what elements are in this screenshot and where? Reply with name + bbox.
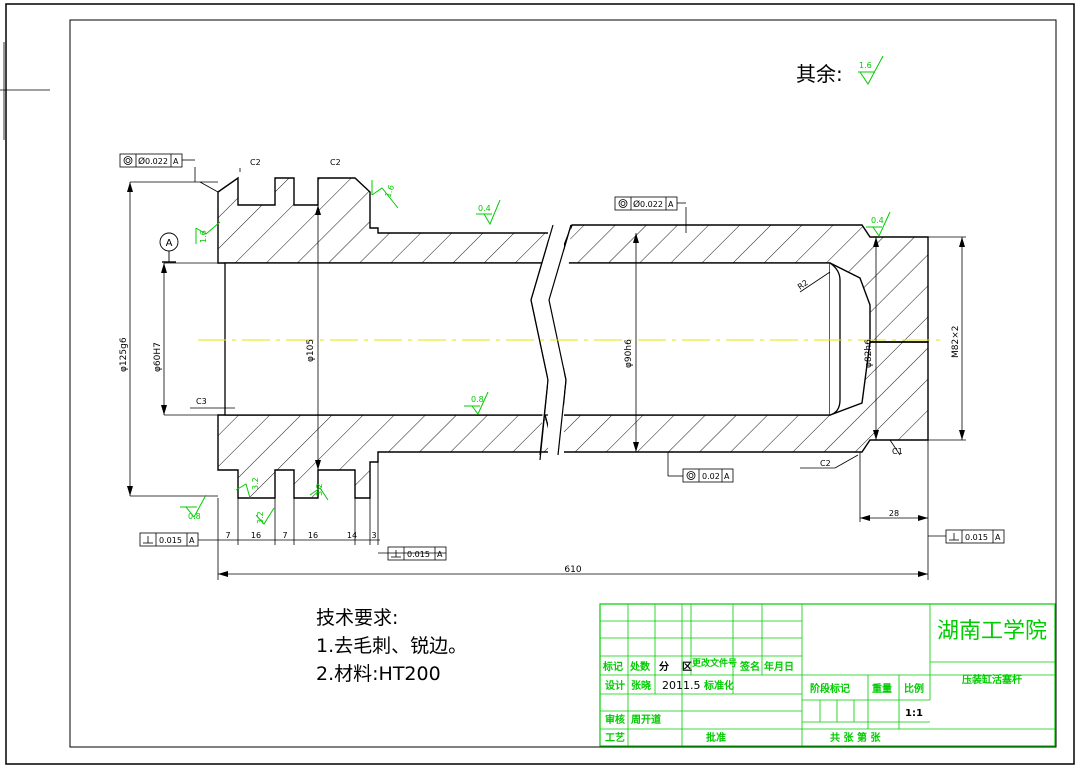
approve-label: 批准 [706,731,726,744]
dia-d4: φ90h6 [624,339,634,368]
section-bottom-wall-right [554,341,929,453]
coaxial-bottom-datum: A [724,472,730,481]
hdr-div: 分 [659,660,669,673]
chamfer-bore: C3 [196,397,207,406]
roughness-values: 0.4 0.4 0.8 0.8 1.6 1.6 3.2 3.2 3.2 1.6 [188,61,884,524]
chamfer-top-left: C2 [250,158,261,167]
outer-border [5,3,1075,765]
arrow-heads [127,182,965,577]
ra-shoulder: 1.6 [383,184,396,199]
perp-right-value: 0.015 [965,533,988,542]
tech-req-heading: 技术要求: [316,607,399,629]
ra-groove-3: 3.2 [315,483,324,496]
dia-d5: φ82h6 [864,339,874,368]
scale-label: 比例 [904,682,924,695]
tolerance-frame-coaxial-mid: Ø 0.022 A [614,196,678,211]
datum-letter: A [166,238,173,249]
ra-groove-1: 3.2 [251,477,260,490]
break-gap [548,222,564,462]
coaxial-bottom-value: 0.02 [702,472,720,481]
weight-label: 重量 [872,682,892,695]
standard-label: 标准化 [703,679,734,692]
reviewer-name: 周开道 [631,713,661,726]
diameter-labels: φ125g6 φ60H7 φ105 φ90h6 φ82h6 M82×2 [119,326,961,372]
hdr-count: 处数 [629,660,651,673]
perp-right-datum: A [995,533,1001,542]
scale-value: 1:1 [905,708,923,719]
section-bottom-wall [217,414,556,499]
hdr-zone: 区 [682,661,692,673]
tolerance-leaders [182,159,946,554]
coaxial-mid-datum: A [668,200,674,209]
length-labels: 610 7 16 7 16 14 3 28 [225,509,899,575]
sheets-label: 共 张 第 张 [830,731,881,744]
part-name: 压装缸活塞杆 [962,673,1022,686]
coaxial-left-datum: A [173,157,179,166]
dim-16b: 16 [308,531,318,540]
hdr-mark: 标记 [602,660,623,673]
perp-mid-value: 0.015 [407,550,430,559]
dim-7b: 7 [282,531,287,540]
inner-border [69,19,1057,748]
dimension-lines [129,167,966,580]
ra-left-face: 1.6 [199,230,208,243]
coaxial-left-value: 0.022 [145,157,168,166]
bore [224,262,831,416]
dim-total: 610 [564,565,581,575]
roughness-note: 其余: [796,62,843,86]
perp-left-value: 0.015 [159,536,182,545]
ra-right: 0.4 [871,216,884,225]
designer-name: 张晓 [631,679,651,692]
break-line-left [530,224,554,456]
design-label: 设计 [605,679,625,692]
review-label: 审核 [605,713,625,726]
chamfer-top-right: C2 [330,158,341,167]
dia-d2: φ60H7 [153,342,163,372]
ra-top-mid: 0.4 [478,204,491,213]
tolerance-frame-coaxial-bottom: 0.02 A [682,468,734,483]
dim-16a: 16 [251,531,261,540]
stage-label: 阶段标记 [810,682,850,695]
dim-7a: 7 [225,531,230,540]
bore-end [829,262,841,416]
dim-14: 14 [347,531,357,540]
tech-req-item-2: 2.材料:HT200 [316,663,441,685]
tolerance-frame-perp-mid: 0.015 A [387,546,447,561]
process-label: 工艺 [605,731,625,744]
perp-left-datum: A [189,536,195,545]
chamfer-bottom: C2 [820,459,831,468]
hdr-sign: 签名 [739,660,760,673]
tech-requirements: 技术要求: 1.去毛刺、锐边。 2.材料:HT200 [316,604,467,688]
roughness-symbols [180,55,891,525]
hdr-date: 年月日 [764,660,794,673]
tolerance-frame-perp-left: 0.015 A [139,532,199,547]
ra-bore: 0.8 [471,395,484,404]
coaxial-mid-value: 0.022 [640,200,663,209]
school-name: 湖南工学院 [937,619,1047,644]
ra-bottom-left: 0.8 [188,512,201,521]
dim-28: 28 [889,509,899,518]
title-block: 湖南工学院 压装缸活塞杆 标记 处数 分 区 更改文件号 签名 年月日 设计 张… [599,603,1056,747]
tolerance-frame-coaxial-left: Ø 0.022 A [119,153,183,168]
design-date: 2011.5 [662,679,701,692]
perp-mid-datum: A [437,550,443,559]
chamfer-right: C1 [892,447,903,456]
dia-d1: φ125g6 [119,337,129,372]
tech-req-item-1: 1.去毛刺、锐边。 [316,635,468,657]
tolerance-frame-perp-right: 0.015 A [945,529,1005,544]
dia-d3: φ105 [306,339,316,362]
datum-marker: A [159,232,179,263]
svg-text:Ø: Ø [138,156,145,167]
ra-groove-2: 3.2 [256,511,265,524]
ra-default-value: 1.6 [859,61,872,70]
hdr-change-doc: 更改文件号 [692,657,737,669]
dim-3: 3 [371,531,376,540]
dia-thread: M82×2 [951,326,961,358]
svg-text:Ø: Ø [633,199,640,210]
